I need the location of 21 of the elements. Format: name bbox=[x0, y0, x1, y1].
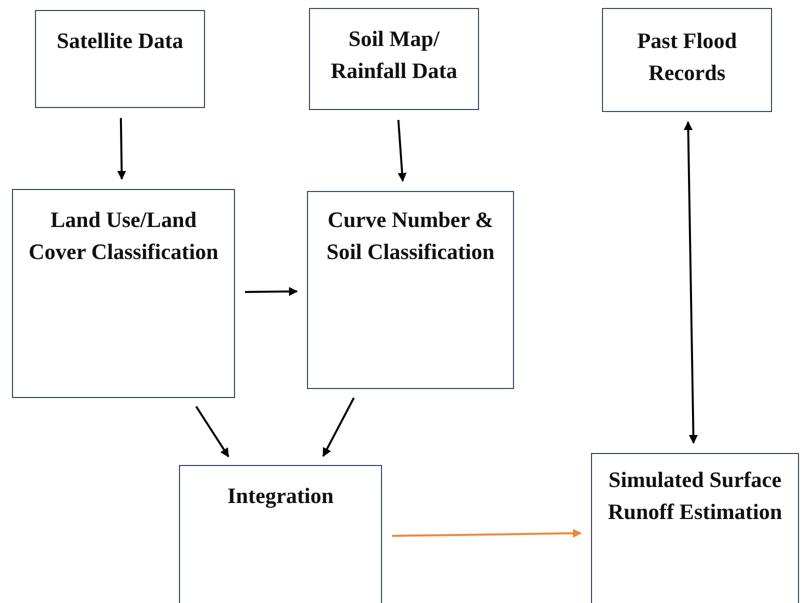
box-label: Integration bbox=[227, 482, 334, 510]
arrow bbox=[244, 286, 298, 296]
arrow bbox=[397, 120, 407, 182]
process-box bbox=[602, 8, 772, 112]
process-box bbox=[35, 10, 205, 108]
box-label: Past Flood Records bbox=[636, 27, 738, 87]
process-box bbox=[591, 453, 799, 603]
box-label: Land Use/Land Cover Classification bbox=[28, 206, 220, 266]
arrow bbox=[684, 121, 698, 444]
box-label: Curve Number & Soil Classification bbox=[325, 206, 496, 266]
process-box bbox=[307, 191, 514, 389]
arrow bbox=[195, 406, 230, 458]
arrow bbox=[322, 397, 355, 457]
box-label: Soil Map/ Rainfall Data bbox=[330, 25, 458, 85]
arrow bbox=[392, 528, 582, 538]
box-label: Satellite Data bbox=[56, 27, 184, 55]
box-label: Simulated Surface Runoff Estimation bbox=[606, 466, 784, 526]
arrow bbox=[117, 118, 126, 180]
process-box bbox=[179, 465, 382, 603]
process-box bbox=[309, 8, 479, 110]
process-box bbox=[12, 189, 235, 398]
